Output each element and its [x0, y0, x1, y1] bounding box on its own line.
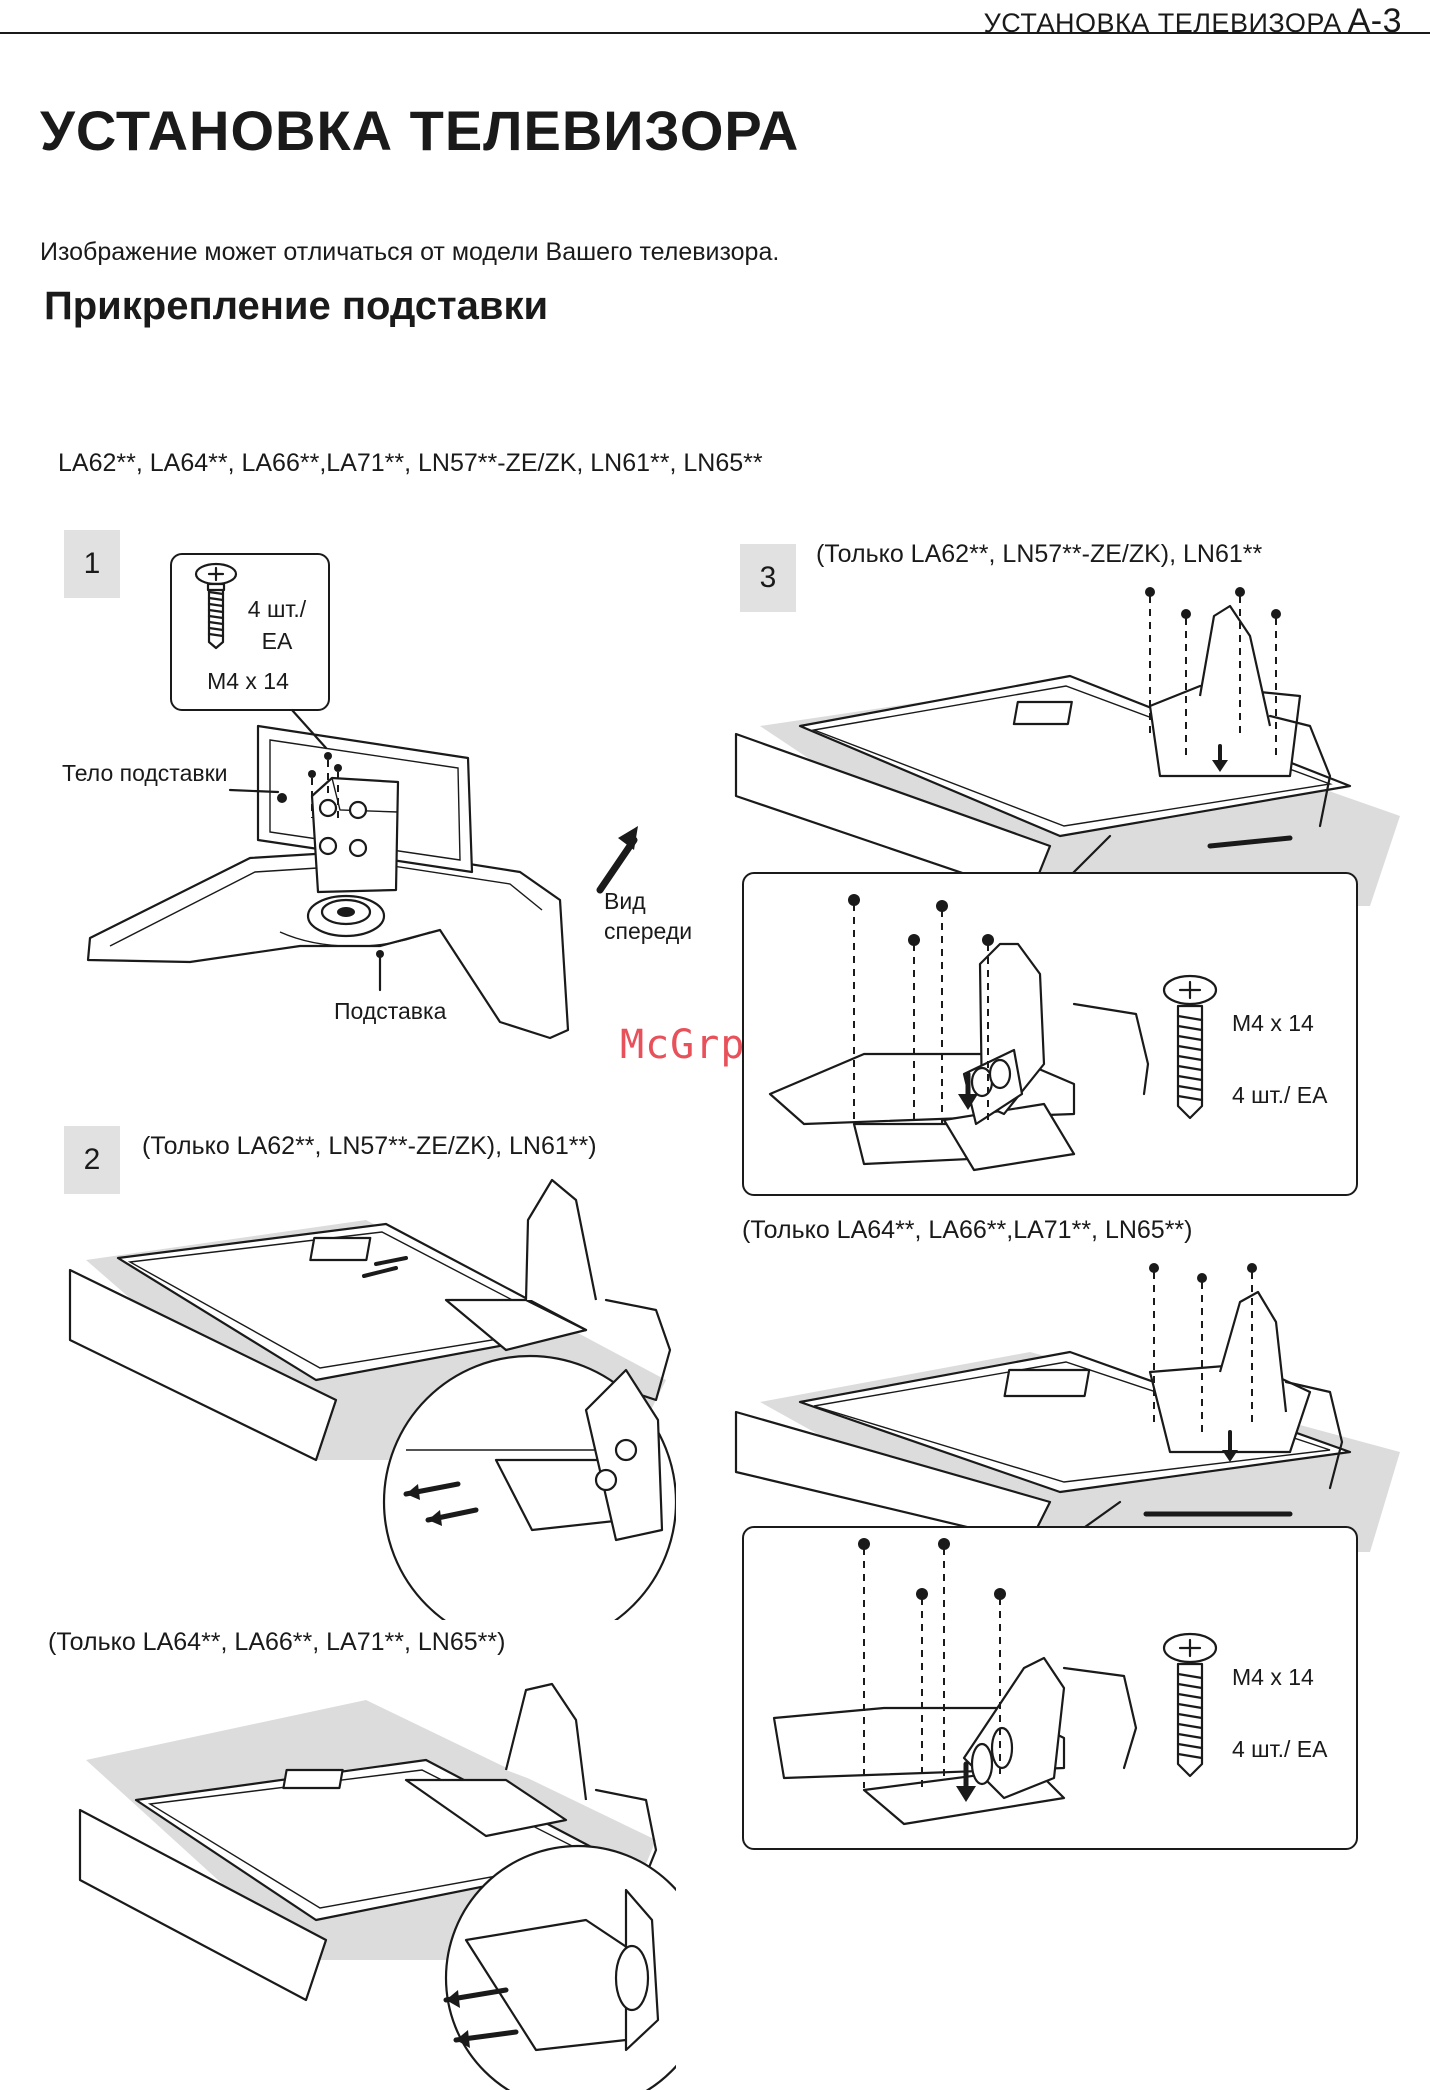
step-2-caption-a: (Только LA62**, LN57**-ZE/ZK), LN61**): [142, 1132, 597, 1160]
step-3a-screw-qty: 4 шт./ EA: [1232, 1082, 1328, 1108]
step-3b-screw-qty: 4 шт./ EA: [1232, 1736, 1328, 1762]
header-rule: [0, 32, 1430, 34]
section-title: Прикрепление подставки: [44, 284, 549, 328]
page-title: УСТАНОВКА ТЕЛЕВИЗОРА: [40, 99, 800, 162]
step-3b-tv-drawing: [734, 1263, 1400, 1552]
screw-icon: [194, 562, 238, 650]
step-2a-tv-drawing: [68, 1178, 676, 1620]
intro-text: Изображение может отличаться от модели В…: [40, 238, 780, 266]
step-3-badge: 3: [740, 544, 796, 612]
screw-qty-line2: EA: [261, 628, 293, 654]
step-1-stand-drawing: [86, 708, 638, 1040]
step-2-badge: 2: [64, 1126, 120, 1194]
step-3b-detail-drawing: [772, 1538, 1218, 1826]
page-number: A-3: [1347, 2, 1402, 40]
screw-callout-box-1: [170, 553, 330, 711]
label-front-view-2: спереди: [604, 918, 693, 944]
label-base: Подставка: [334, 998, 447, 1024]
screw-size-1: M4 x 14: [207, 668, 289, 694]
step-3a-detail-drawing: [768, 894, 1218, 1172]
step-3-caption-b: (Только LA64**, LA66**,LA71**, LN65**): [742, 1216, 1193, 1244]
step-2-caption-b: (Только LA64**, LA66**, LA71**, LN65**): [48, 1628, 506, 1656]
step-3a-screw-size: M4 x 14: [1232, 1010, 1314, 1036]
step-3-caption-a: (Только LA62**, LN57**-ZE/ZK), LN61**: [816, 540, 1263, 568]
step-2b-tv-drawing: [78, 1682, 676, 2090]
label-stand-body: Тело подставки: [62, 760, 228, 786]
step-3a-tv-drawing: [734, 587, 1400, 906]
model-list: LA62**, LA64**, LA66**,LA71**, LN57**-ZE…: [58, 449, 763, 477]
step-3b-screw-size: M4 x 14: [1232, 1664, 1314, 1690]
step-1-badge: 1: [64, 530, 120, 598]
label-front-view-1: Вид: [604, 888, 646, 914]
screw-qty-line1: 4 шт./: [247, 596, 307, 622]
